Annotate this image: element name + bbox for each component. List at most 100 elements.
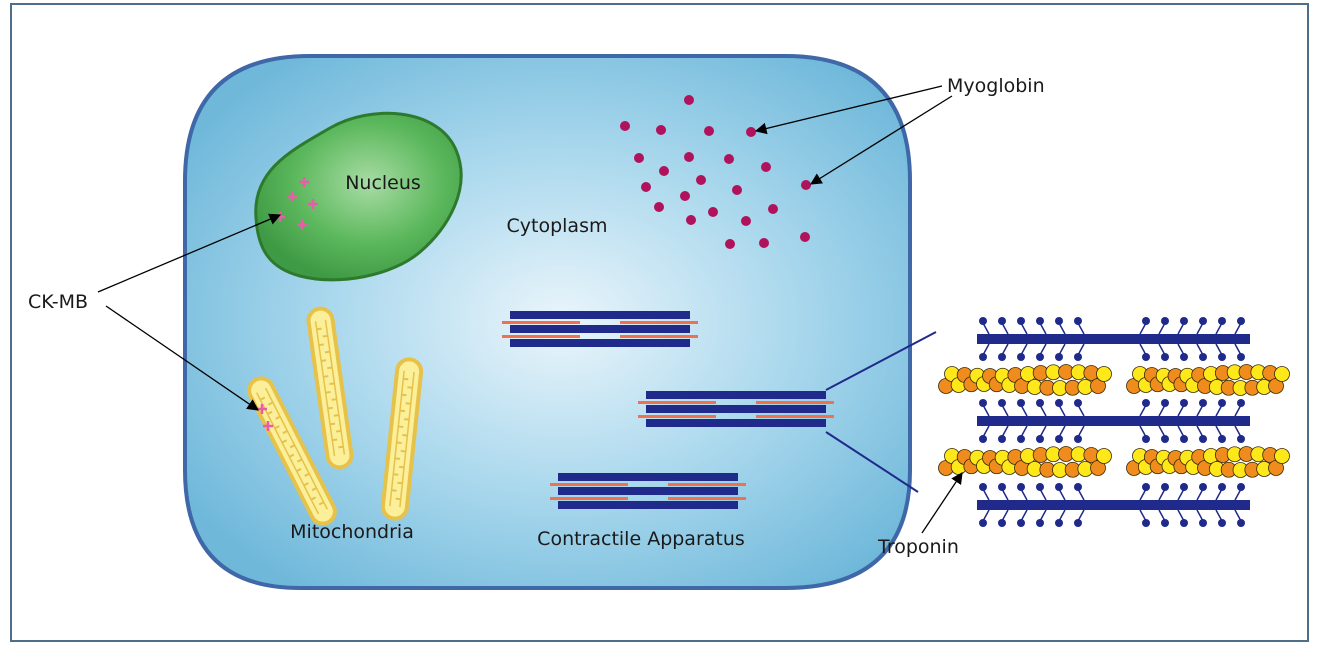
myosin-head xyxy=(1161,399,1169,407)
myosin-head xyxy=(1055,435,1063,443)
myosin-head xyxy=(1161,519,1169,527)
ckmb-arrow-nucleus xyxy=(97,213,282,293)
myosin-head xyxy=(1074,399,1082,407)
thick-filament xyxy=(977,500,1250,510)
myosin-head xyxy=(1237,353,1245,361)
myosin-head xyxy=(1199,435,1207,443)
myosin-head xyxy=(1237,483,1245,491)
myosin-head xyxy=(1142,399,1150,407)
myosin-head xyxy=(1036,435,1044,443)
sarcomere-3 xyxy=(550,473,746,509)
myoglobin-arrow-2 xyxy=(810,95,953,185)
myosin-head xyxy=(1074,519,1082,527)
myosin-head xyxy=(1036,519,1044,527)
myosin-head xyxy=(1036,483,1044,491)
myosin-head xyxy=(1218,399,1226,407)
myosin-head xyxy=(1161,317,1169,325)
thick-filament xyxy=(977,334,1250,344)
myosin-head xyxy=(998,519,1006,527)
myosin-head xyxy=(1017,519,1025,527)
myosin-head xyxy=(1074,317,1082,325)
myosin-head xyxy=(1237,317,1245,325)
myosin-head xyxy=(1237,399,1245,407)
myoglobin-label: Myoglobin xyxy=(947,75,1045,97)
myosin-head xyxy=(998,317,1006,325)
myosin-head xyxy=(1017,399,1025,407)
myosin-head xyxy=(979,519,987,527)
myosin-head xyxy=(979,435,987,443)
nucleus xyxy=(254,111,463,282)
myoglobin-dots xyxy=(620,95,811,249)
myosin-head xyxy=(1199,519,1207,527)
myosin-head xyxy=(979,483,987,491)
zoom-line-top xyxy=(825,331,937,391)
ckmb-arrow-mitochondria xyxy=(105,305,259,411)
myosin-head xyxy=(1055,399,1063,407)
actin-bead xyxy=(1096,448,1112,464)
myosin-head xyxy=(1199,483,1207,491)
myosin-head xyxy=(1180,519,1188,527)
myosin-head xyxy=(998,399,1006,407)
myosin-head xyxy=(1218,519,1226,527)
myosin-head xyxy=(1218,353,1226,361)
myosin-head xyxy=(979,353,987,361)
nucleus-label: Nucleus xyxy=(345,172,421,194)
thick-filament xyxy=(977,416,1250,426)
sarcomere-1 xyxy=(502,311,698,347)
myosin-head xyxy=(1142,519,1150,527)
myosin-head xyxy=(1036,353,1044,361)
troponin-label: Troponin xyxy=(877,536,959,558)
myosin-head xyxy=(1142,353,1150,361)
myosin-head xyxy=(1036,399,1044,407)
myosin-head xyxy=(1017,435,1025,443)
myosin-head xyxy=(1142,435,1150,443)
myosin-head xyxy=(979,317,987,325)
myosin-head xyxy=(1074,353,1082,361)
myosin-head xyxy=(1180,435,1188,443)
myosin-head xyxy=(1161,483,1169,491)
actin-bead xyxy=(1274,448,1290,464)
thin-filaments-troponin xyxy=(938,364,1290,478)
myoglobin-arrow-1 xyxy=(754,85,943,135)
myosin-head xyxy=(1036,317,1044,325)
sarcomere-2 xyxy=(638,391,834,427)
myosin-head xyxy=(998,483,1006,491)
myosin-head xyxy=(979,399,987,407)
myosin-head xyxy=(1074,483,1082,491)
myosin-head xyxy=(1055,519,1063,527)
myosin-head xyxy=(1017,483,1025,491)
cytoplasm-label: Cytoplasm xyxy=(507,215,608,237)
myosin-head xyxy=(1237,519,1245,527)
myosin-head xyxy=(1161,435,1169,443)
myosin-head xyxy=(1218,317,1226,325)
myosin-head xyxy=(1142,483,1150,491)
myosin-head xyxy=(1180,353,1188,361)
myosin-head xyxy=(1180,317,1188,325)
myosin-head xyxy=(998,435,1006,443)
myosin-head xyxy=(1199,317,1207,325)
mitochondria-label: Mitochondria xyxy=(290,521,414,543)
myosin-head xyxy=(1161,353,1169,361)
myosin-head xyxy=(1017,353,1025,361)
filament-detail xyxy=(938,317,1290,527)
myosin-head xyxy=(1017,317,1025,325)
myosin-head xyxy=(1142,317,1150,325)
actin-bead xyxy=(1274,366,1290,382)
troponin-arrow xyxy=(921,472,963,534)
contractile-apparatus-label: Contractile Apparatus xyxy=(537,528,745,550)
myosin-head xyxy=(1199,353,1207,361)
myosin-head xyxy=(1055,317,1063,325)
ckmb-label: CK-MB xyxy=(28,291,88,313)
myosin-head xyxy=(1055,353,1063,361)
myosin-head xyxy=(1074,435,1082,443)
actin-bead xyxy=(1096,366,1112,382)
myosin-head xyxy=(1218,483,1226,491)
myosin-head xyxy=(1180,483,1188,491)
zoom-line-bottom xyxy=(825,431,919,493)
thick-filaments xyxy=(977,317,1250,527)
myosin-head xyxy=(1199,399,1207,407)
myosin-head xyxy=(1180,399,1188,407)
myosin-head xyxy=(1218,435,1226,443)
